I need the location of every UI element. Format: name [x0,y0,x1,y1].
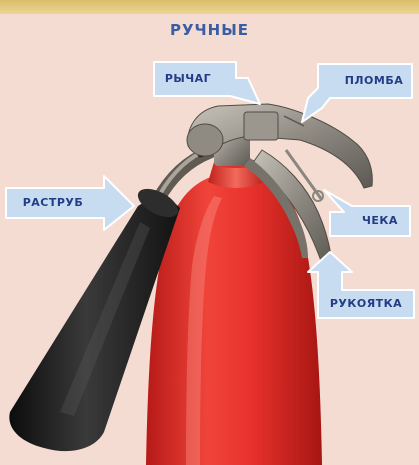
lever-cap [244,112,278,140]
lever-knob [187,124,223,156]
label-pin: ЧЕКА [352,213,408,229]
top-band [0,0,419,14]
label-seal: ПЛОМБА [338,73,410,89]
diagram-title: РУЧНЫЕ [0,21,419,39]
label-handle: РУКОЯТКА [320,296,412,312]
label-lever: РЫЧАГ [156,71,220,87]
label-horn: РАСТРУБ [8,195,98,211]
